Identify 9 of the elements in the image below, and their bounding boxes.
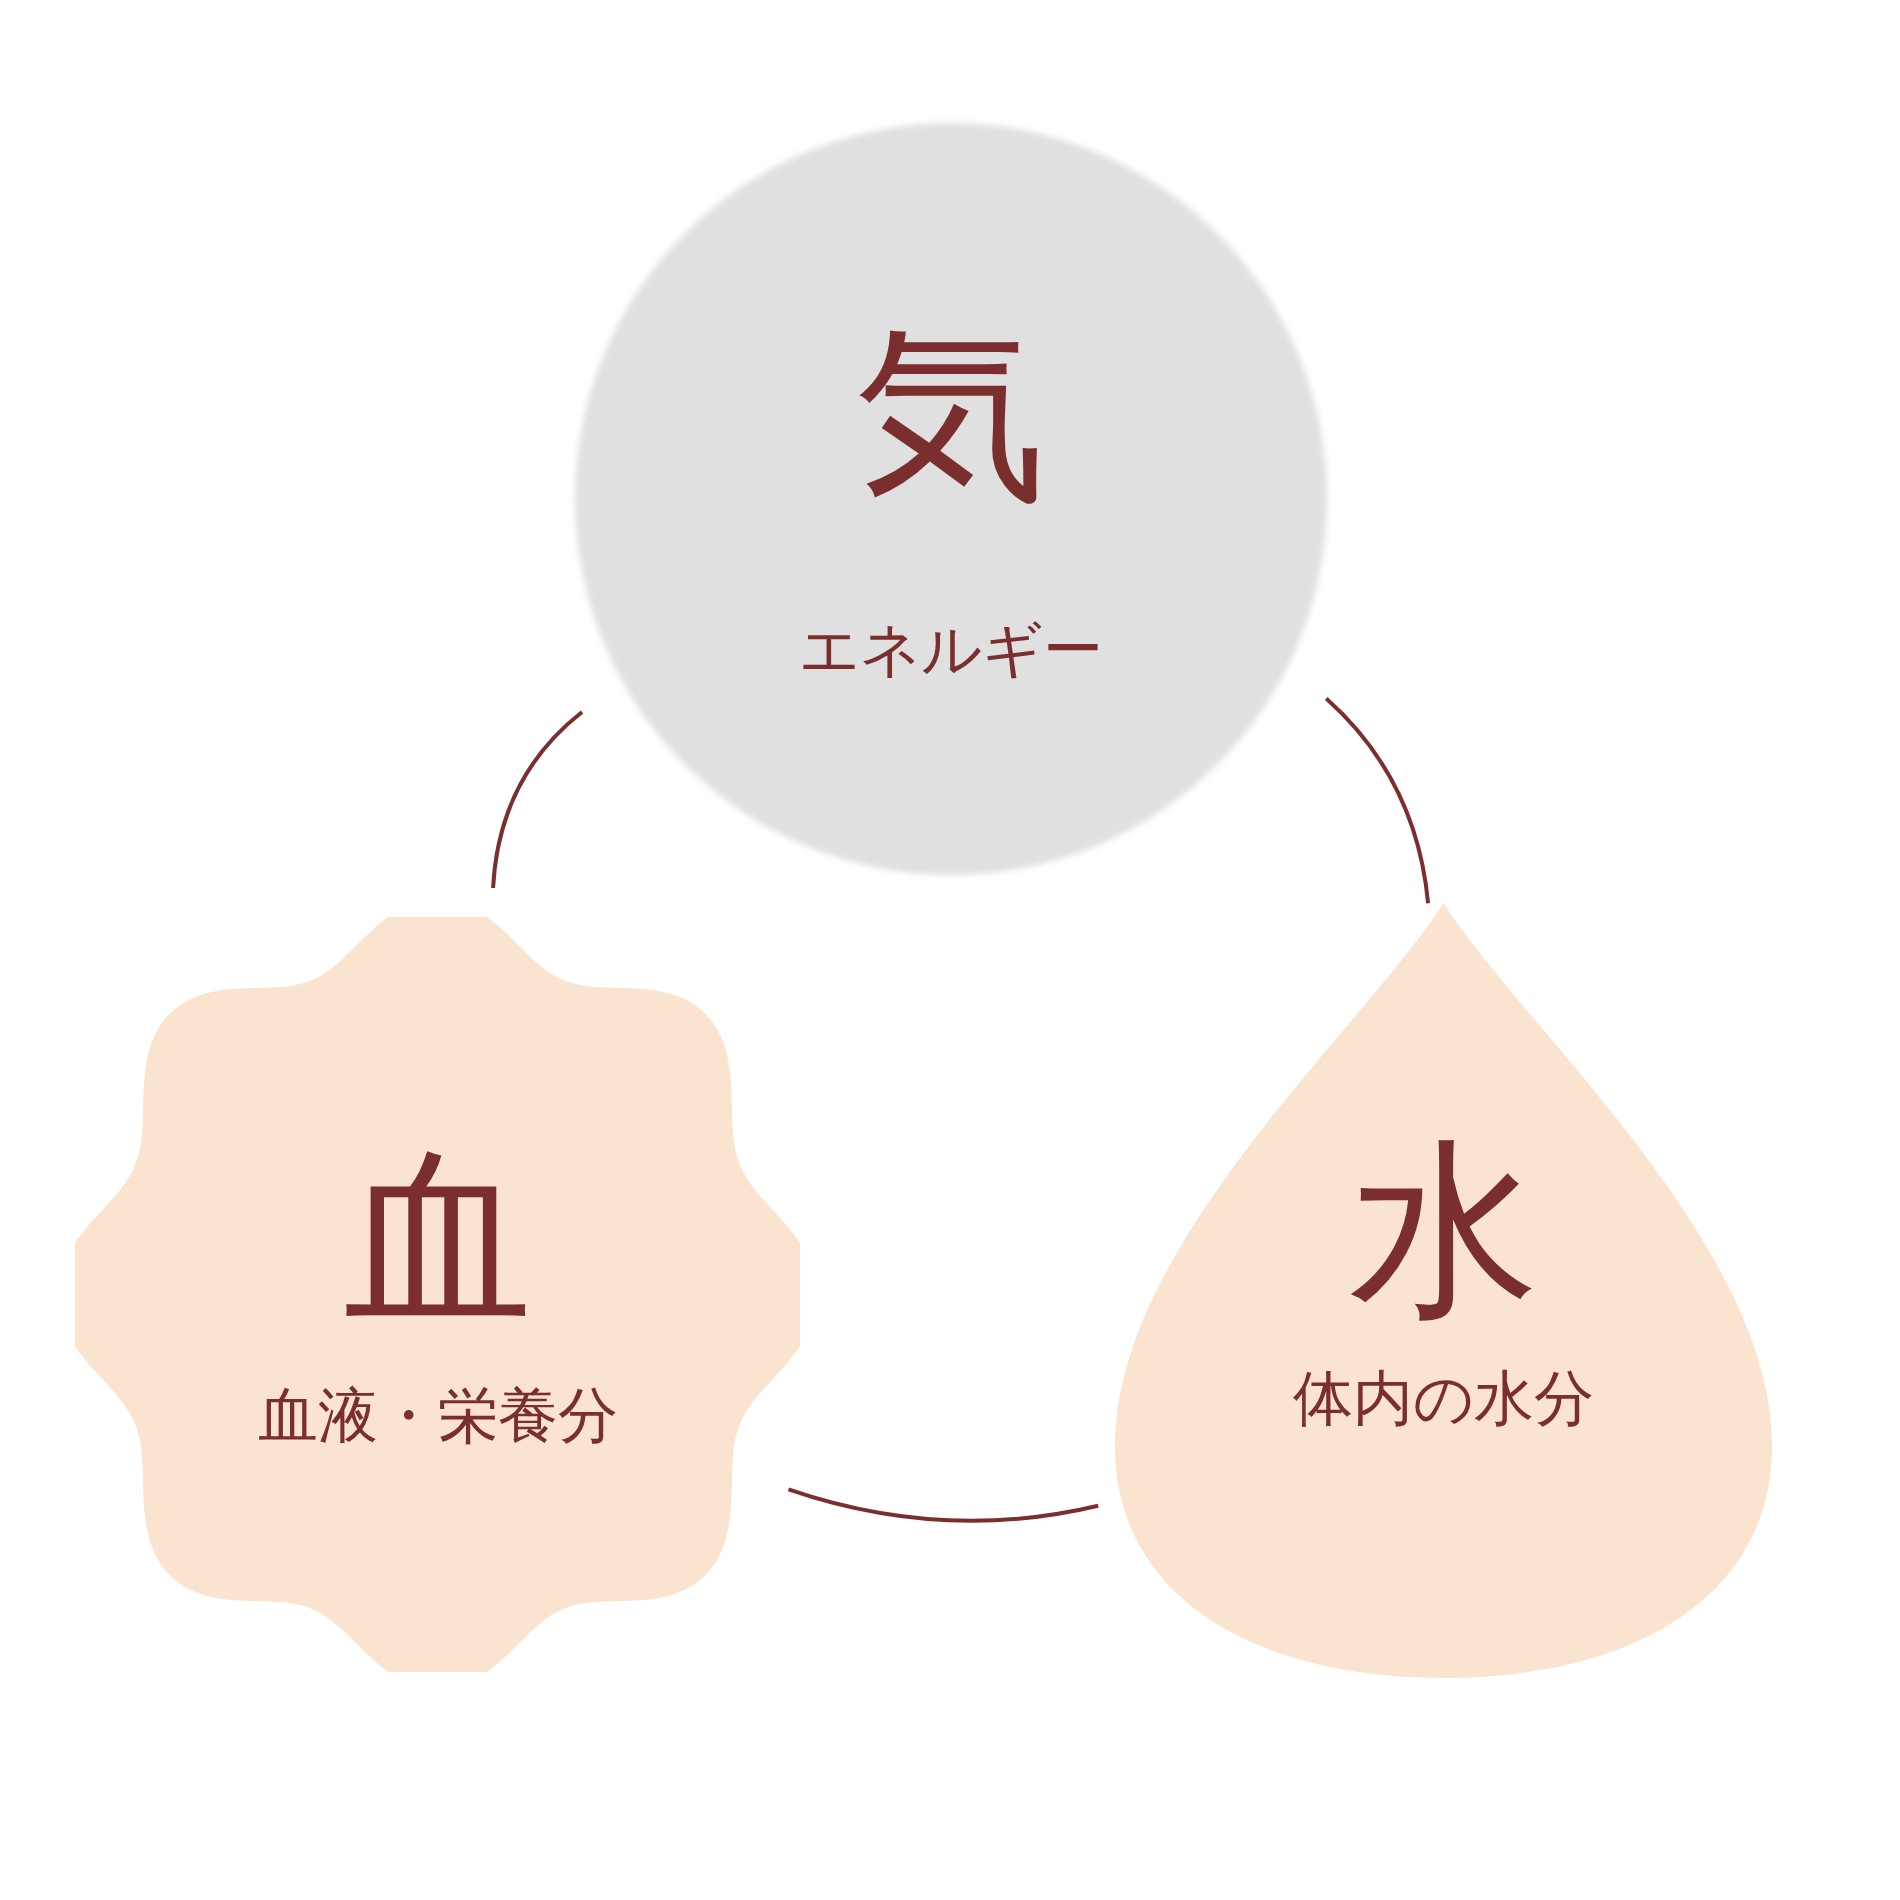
node-caption: 体内の水分: [1293, 1368, 1594, 1428]
kanji-heading: 気: [856, 318, 1046, 509]
connector-line: [491, 710, 584, 889]
connector-line: [1324, 697, 1431, 904]
node-caption: エネルギー: [799, 619, 1103, 680]
node-caption: 血液・栄養分: [257, 1385, 618, 1446]
kanji-heading: 血: [342, 1143, 533, 1334]
connector-line: [787, 1487, 1099, 1523]
kanji-heading: 水: [1348, 1135, 1539, 1326]
